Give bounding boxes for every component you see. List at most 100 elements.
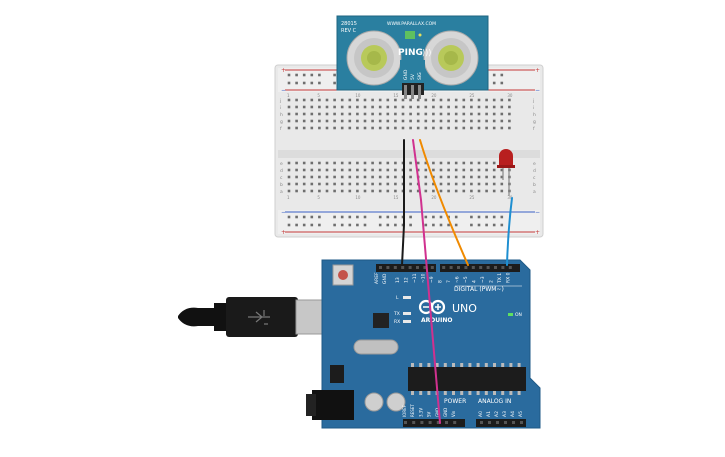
digital-pin-label: ~9 (429, 276, 435, 283)
digital-header-1 (376, 264, 436, 272)
transducer-right (423, 30, 479, 86)
row-letter: c (533, 176, 536, 181)
power-header (403, 419, 465, 427)
aref-label: AREF (374, 272, 380, 284)
digital-pin-label: ~3 (480, 276, 486, 283)
rail-symbol: + (535, 229, 540, 236)
rail-symbol: + (535, 67, 540, 74)
usb-symbol-icon (248, 310, 270, 325)
analog-pin-label: A0 (478, 411, 484, 417)
sensor-pin-label: GND (403, 69, 409, 80)
digital-pin-label: ~10 (421, 273, 427, 283)
power-pin-label: 5V (427, 411, 432, 417)
row-letter: j (279, 98, 281, 104)
power-pin-label: GND (435, 408, 440, 417)
digital-pin-label: 2 (489, 280, 495, 283)
analog-pin-label: A4 (510, 411, 516, 417)
column-number: 1 (287, 195, 290, 200)
digital-pin-label: ~6 (455, 276, 461, 283)
uno-label: UNO (452, 302, 477, 315)
row-letter: j (532, 98, 534, 104)
power-pin-label: Vin (451, 410, 456, 417)
analog-label: ANALOG IN (478, 398, 511, 405)
row-letter: b (533, 182, 536, 188)
column-number: 10 (355, 195, 361, 200)
usb-chip (373, 313, 389, 328)
power-pin-label: GND (443, 408, 448, 417)
column-number: 20 (431, 93, 437, 98)
voltage-regulator (330, 365, 344, 383)
black-wire[interactable] (401, 139, 405, 266)
row-letter: d (533, 168, 536, 174)
arduino-mark: ARDUINO (421, 317, 452, 324)
row-letter: e (280, 162, 283, 167)
on-led (508, 313, 513, 316)
row-letter: h (533, 112, 536, 118)
digital-pin-label: ~11 (412, 273, 418, 283)
sensor-pin-label: SIG (417, 72, 423, 80)
capacitor-1 (364, 392, 384, 412)
power-pin-label: RESET (410, 404, 415, 417)
capacitor-2 (386, 392, 406, 412)
row-letter: i (280, 105, 281, 111)
atmega-chip (408, 367, 526, 391)
column-number: 5 (317, 195, 320, 200)
gnd-label-top: GND (382, 273, 388, 284)
rail-symbol: − (281, 209, 286, 216)
row-letter: a (280, 190, 283, 195)
sensor-revision: REV C (341, 28, 357, 34)
column-number: 30 (507, 195, 513, 200)
rx-label: RX (394, 319, 400, 325)
row-letter: i (533, 105, 534, 111)
row-letter: f (533, 126, 535, 132)
digital-pin-label: RX 0 (506, 272, 512, 283)
digital-pin-label: 12 (404, 277, 410, 283)
analog-pin-label: A1 (486, 411, 492, 417)
sensor-website: WWW.PARALLAX.COM (387, 21, 436, 27)
row-letter: d (280, 168, 283, 174)
l-label: L (396, 295, 399, 301)
rail-symbol: − (535, 209, 540, 216)
sensor-part-number: 28015 (341, 21, 357, 27)
red-led (497, 149, 515, 196)
rail-symbol: − (281, 87, 286, 94)
analog-pin-label: A5 (518, 411, 524, 417)
rail-symbol: + (281, 67, 286, 74)
sensor-led-indicator (405, 31, 415, 39)
digital-pin-label: 8 (438, 280, 444, 283)
row-letter: a (533, 190, 536, 195)
power-pin-label: 3.3V (418, 408, 423, 417)
column-number: 10 (355, 93, 361, 98)
row-letter: e (533, 162, 536, 167)
tx-label: TX (393, 311, 400, 317)
ping-sensor: 28015 REV C WWW.PARALLAX.COM PING ))) GN… (336, 15, 489, 99)
row-letter: g (533, 120, 536, 125)
orange-wire[interactable] (419, 139, 469, 266)
column-number: 15 (393, 195, 399, 200)
blue-wire[interactable] (506, 197, 513, 266)
sensor-pin-label: 5V (410, 73, 416, 80)
digital-pin-label: 7 (446, 280, 452, 283)
digital-label: DIGITAL (PWM~) (454, 286, 504, 293)
column-number: 5 (317, 93, 320, 98)
sensor-brand: PING (398, 48, 423, 58)
rail-symbol: − (535, 87, 540, 94)
rail-symbol: + (281, 229, 286, 236)
digital-pin-label: ~5 (463, 276, 469, 283)
magenta-wire[interactable] (412, 139, 441, 424)
analog-header (476, 419, 526, 427)
analog-pin-label: A2 (494, 411, 500, 417)
column-number: 25 (469, 195, 475, 200)
crystal (353, 339, 399, 355)
column-number: 25 (469, 93, 475, 98)
row-letter: b (280, 182, 283, 188)
arduino-logo (418, 299, 446, 315)
analog-pin-label: A3 (502, 411, 508, 417)
